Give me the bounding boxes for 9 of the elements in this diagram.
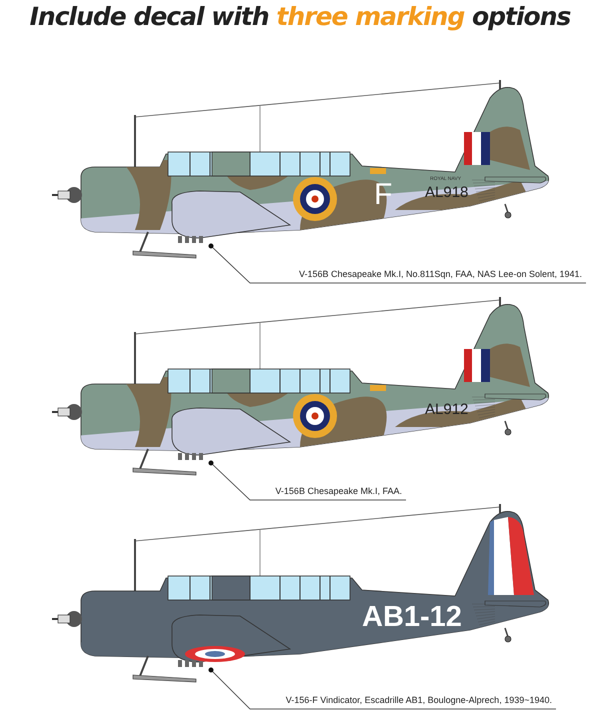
caption: V-156-F Vindicator, Escadrille AB1, Boulogne-Alprech, 1939~1940. xyxy=(250,693,556,709)
aircraft-marking: F xyxy=(374,180,392,210)
leader-line xyxy=(208,668,556,710)
leader-line xyxy=(208,244,586,284)
caption: V-156B Chesapeake Mk.I, FAA. xyxy=(250,484,406,500)
leader-line xyxy=(208,460,406,500)
caption: V-156B Chesapeake Mk.I, No.811Sqn, FAA, NAS Lee-on Solent, 1941. xyxy=(250,267,586,283)
aircraft-marking: AB1-12 xyxy=(362,603,462,632)
title: Include decal with three marking options xyxy=(28,2,572,31)
